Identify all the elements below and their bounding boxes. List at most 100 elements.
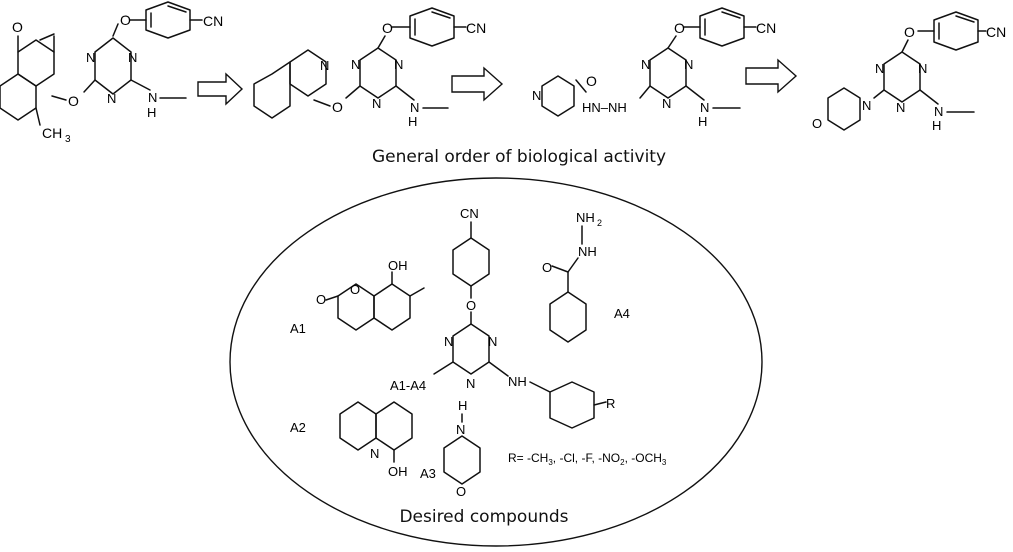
caption-biological-activity: General order of biological activity xyxy=(372,147,666,167)
hydrazide-linker-label: HN–NH xyxy=(582,100,627,115)
svg-text:O: O xyxy=(68,93,79,109)
svg-text:OH: OH xyxy=(388,258,408,273)
r-substituent-list: R= -CH3, -Cl, -F, -NO2, -OCH3 xyxy=(508,451,667,467)
svg-text:N: N xyxy=(862,98,871,113)
nitrile-label: CN xyxy=(203,13,223,29)
svg-text:O: O xyxy=(332,99,343,115)
morpholine-ring xyxy=(827,87,861,131)
svg-text:N: N xyxy=(128,50,137,65)
right-arrow-icon xyxy=(197,72,244,106)
aniline-ring xyxy=(549,381,595,429)
benzene-ring xyxy=(145,1,191,39)
svg-text:R: R xyxy=(606,396,615,411)
svg-text:H: H xyxy=(698,114,707,129)
svg-text:3: 3 xyxy=(65,134,71,145)
fragment-a3: H N O A3 xyxy=(420,398,481,499)
quinoline-ring-b xyxy=(253,61,291,119)
svg-text:NH: NH xyxy=(508,374,527,389)
triazine-ring xyxy=(649,47,687,99)
triazine-ring xyxy=(883,51,921,103)
svg-text:2: 2 xyxy=(597,218,602,228)
compound-hydrazide-triazine: CN O N N N N H HN–NH O N xyxy=(532,7,776,129)
svg-text:O: O xyxy=(904,24,915,40)
ether-o-label: O xyxy=(120,12,131,28)
svg-text:O: O xyxy=(542,260,552,275)
svg-text:O: O xyxy=(812,116,822,131)
svg-text:H: H xyxy=(458,398,467,413)
benzene-ring xyxy=(452,237,490,287)
right-arrow-icon xyxy=(745,58,798,94)
svg-text:NH: NH xyxy=(576,210,595,225)
svg-text:H: H xyxy=(408,114,417,129)
compound-coumarin-triazine: CN O N N N N H O O CH 3 xyxy=(0,1,223,145)
svg-text:R= -CH3, -Cl, -F, -NO2, -OCH3: R= -CH3, -Cl, -F, -NO2, -OCH3 xyxy=(508,451,667,467)
quinoline-ring-a xyxy=(339,401,377,451)
svg-text:N: N xyxy=(684,57,693,72)
svg-text:CN: CN xyxy=(986,24,1006,40)
benzene-ring xyxy=(933,11,979,51)
desired-compounds-ellipse xyxy=(229,177,763,547)
svg-text:O: O xyxy=(456,484,466,499)
a1-label: A1 xyxy=(290,321,306,336)
svg-text:NH: NH xyxy=(578,244,597,259)
svg-text:O: O xyxy=(466,298,476,313)
svg-text:N: N xyxy=(918,61,927,76)
svg-text:N: N xyxy=(700,100,709,115)
svg-text:O: O xyxy=(12,19,23,35)
compound-quinoline-triazine: CN O N N N N H O N xyxy=(253,7,486,129)
benzene-ring xyxy=(409,7,455,47)
svg-text:CH: CH xyxy=(42,125,62,141)
central-scaffold: CN O N N N NH R A1-A4 xyxy=(390,206,615,429)
svg-text:N: N xyxy=(320,58,329,73)
svg-text:N: N xyxy=(466,376,475,391)
a2-label: A2 xyxy=(290,420,306,435)
coumarin-ring-b xyxy=(373,283,411,331)
benzene-ring xyxy=(549,291,587,343)
benzene-ring xyxy=(699,7,745,47)
svg-text:N: N xyxy=(148,90,157,105)
svg-text:CN: CN xyxy=(460,206,479,221)
svg-text:N: N xyxy=(107,91,116,106)
fragment-a2: N OH A2 xyxy=(290,401,413,479)
fragment-a1: O O OH A1 xyxy=(290,258,425,336)
right-arrow-icon xyxy=(451,66,504,102)
svg-text:O: O xyxy=(316,292,326,307)
a4-label: A4 xyxy=(614,306,630,321)
svg-text:O: O xyxy=(586,73,597,89)
svg-text:N: N xyxy=(641,57,650,72)
svg-text:N: N xyxy=(532,88,541,103)
svg-text:O: O xyxy=(382,20,393,36)
svg-text:OH: OH xyxy=(388,464,408,479)
morpholine-ring xyxy=(443,435,481,485)
pyridine-ring xyxy=(541,75,575,117)
compound-morpholine-triazine: CN O N N N N H N O xyxy=(812,11,1006,133)
quinoline-ring-a xyxy=(289,49,327,97)
coumarin-ring-a xyxy=(17,39,55,87)
svg-text:O: O xyxy=(674,20,685,36)
svg-text:N: N xyxy=(662,96,671,111)
svg-text:N: N xyxy=(875,61,884,76)
triazine-ring xyxy=(94,37,132,95)
svg-text:N: N xyxy=(410,100,419,115)
svg-text:N: N xyxy=(86,50,95,65)
fragment-a4: NH 2 NH O A4 xyxy=(542,210,630,343)
caption-desired-compounds: Desired compounds xyxy=(399,507,568,527)
svg-text:H: H xyxy=(147,105,156,120)
svg-text:H: H xyxy=(932,118,941,133)
svg-text:N: N xyxy=(934,104,943,119)
triazine-ring xyxy=(359,47,397,99)
triazine-ring xyxy=(452,323,490,375)
svg-text:CN: CN xyxy=(466,20,486,36)
svg-text:N: N xyxy=(444,334,453,349)
quinoline-ring-b xyxy=(375,401,413,451)
svg-text:CN: CN xyxy=(756,20,776,36)
coumarin-ring-b xyxy=(0,73,37,121)
svg-text:N: N xyxy=(372,96,381,111)
svg-text:N: N xyxy=(896,100,905,115)
a3-label: A3 xyxy=(420,466,436,481)
a1-a4-label: A1-A4 xyxy=(390,378,426,393)
svg-text:N: N xyxy=(394,57,403,72)
svg-text:N: N xyxy=(370,446,379,461)
svg-text:N: N xyxy=(456,422,465,437)
